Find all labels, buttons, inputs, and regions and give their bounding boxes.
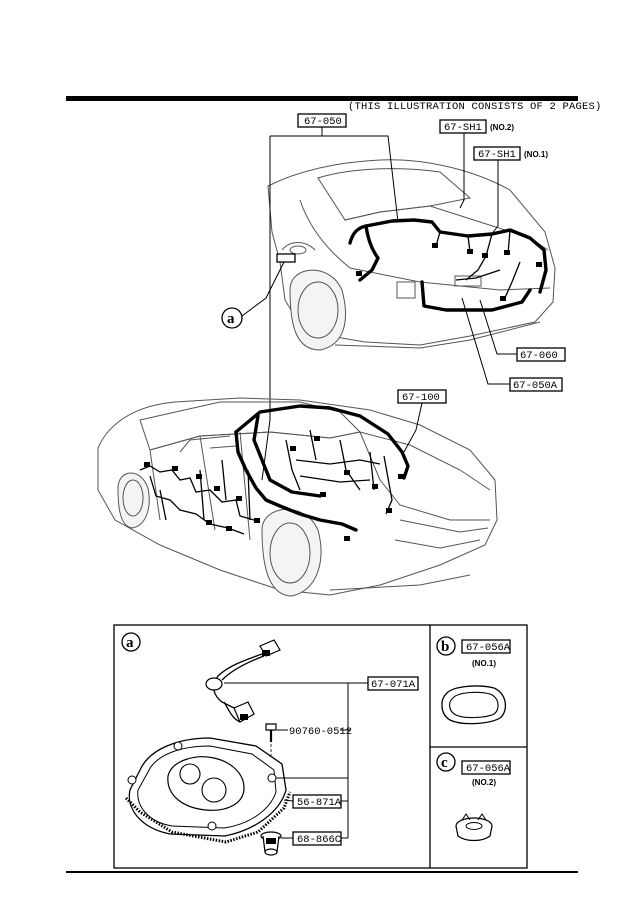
front-callouts: 67-100 [397, 389, 447, 453]
callout-67-060: 67-060 [520, 350, 558, 362]
callout-67-056a-b: 67-056A [466, 642, 511, 654]
front-harness-67-100 [139, 404, 410, 541]
grommet-67-056a-no1 [441, 685, 506, 725]
detail-panel-a: a [121, 632, 419, 856]
detail-a-marker: a [227, 311, 235, 327]
detail-panel-b: b 67-056A (NO.1) [436, 636, 511, 725]
callout-67-sh1-no2: 67-SH1 [444, 122, 482, 134]
callout-90760-0512: 90760-0512 [289, 726, 352, 738]
bottom-rule [66, 871, 578, 873]
trunk-lid-harness-67-060 [420, 269, 532, 312]
callout-67-100: 67-100 [402, 392, 440, 404]
grommet-a [276, 253, 296, 263]
sub-harness-67-071a [205, 639, 281, 723]
front-car-view [97, 397, 498, 597]
cover-plate-56-871a [124, 737, 292, 844]
panel-c-label: c [441, 755, 448, 771]
top-rule [66, 96, 578, 101]
grommet-67-056a-no2 [455, 813, 493, 842]
rear-callouts: 67-050 67-SH1 (NO.2) 67-SH1 (NO.1) 67-06… [221, 113, 566, 481]
illustration-pages-note: (THIS ILLUSTRATION CONSISTS OF 2 PAGES) [348, 101, 602, 113]
panel-b-label: b [441, 639, 449, 655]
rear-car-view [267, 159, 556, 351]
note-no2-top: (NO.2) [490, 123, 514, 132]
rear-harness-67-050 [348, 218, 548, 301]
callout-67-050: 67-050 [304, 116, 342, 128]
detail-panel-c: c 67-056A (NO.2) [436, 752, 511, 842]
note-no1-b: (NO.1) [472, 659, 496, 668]
callout-68-866c: 68-866C [297, 834, 341, 846]
callout-56-871a: 56-871A [297, 797, 342, 809]
callout-67-056a-c: 67-056A [466, 763, 511, 775]
plug-68-866c [260, 831, 282, 856]
note-no1-top: (NO.1) [524, 150, 548, 159]
callout-67-071a: 67-071A [371, 679, 416, 691]
callout-67-sh1-no1: 67-SH1 [478, 149, 516, 161]
panel-a-label: a [126, 635, 134, 651]
callout-67-050a: 67-050A [513, 380, 558, 392]
note-no2-c: (NO.2) [472, 778, 496, 787]
detail-frame [113, 624, 528, 869]
